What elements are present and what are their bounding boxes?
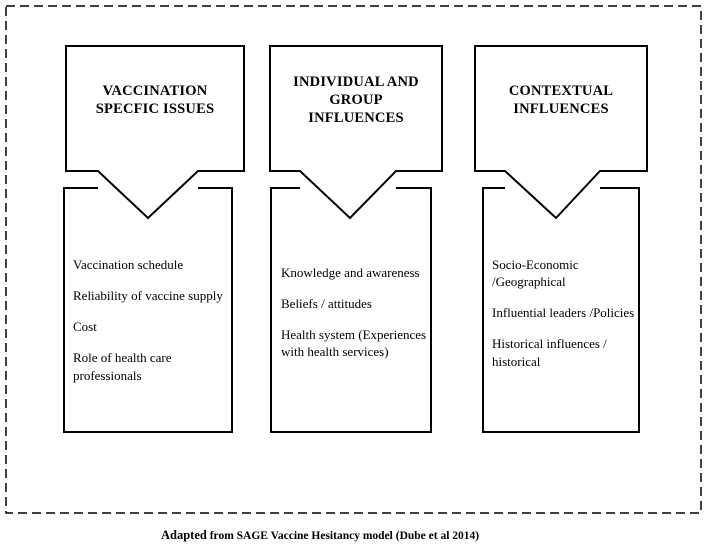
list-item: Health system (Experiences with health s… [281, 327, 427, 360]
col3-heading: CONTEXTUAL INFLUENCES [508, 83, 614, 118]
list-item: Socio-Economic /Geographical [492, 257, 579, 290]
col3-items: Socio-Economic /Geographical Influential… [492, 256, 636, 384]
caption-rest: from SAGE Vaccine Hesitancy model (Dube … [206, 530, 480, 542]
dashed-border [5, 5, 702, 514]
col3-arrow [474, 45, 648, 220]
col1-heading: VACCINATION SPECFIC ISSUES [95, 83, 215, 118]
caption-lead: Adapted [161, 528, 207, 542]
list-item: Beliefs / attitudes [281, 296, 372, 312]
list-item: Vaccination schedule [73, 257, 184, 272]
col1-box [63, 187, 233, 433]
list-item: Knowledge and awareness [281, 265, 420, 280]
col2-box [270, 187, 432, 433]
col1-arrow [65, 45, 245, 220]
list-item: Reliability of vaccine supply [73, 288, 223, 304]
col3-box [482, 187, 640, 433]
list-item: Historical influences / historical [492, 336, 607, 369]
col2-heading: INDIVIDUAL AND GROUP INFLUENCES [293, 74, 419, 127]
list-item: Influential leaders /Policies [492, 305, 635, 321]
figure-caption: Adapted from SAGE Vaccine Hesitancy mode… [161, 528, 479, 543]
col2-items: Knowledge and awareness Beliefs / attitu… [281, 264, 429, 375]
col1-items: Vaccination schedule Reliability of vacc… [73, 256, 228, 398]
list-item: Cost [73, 319, 97, 335]
list-item: Role of health care professionals [73, 350, 172, 383]
col2-arrow [269, 45, 443, 220]
